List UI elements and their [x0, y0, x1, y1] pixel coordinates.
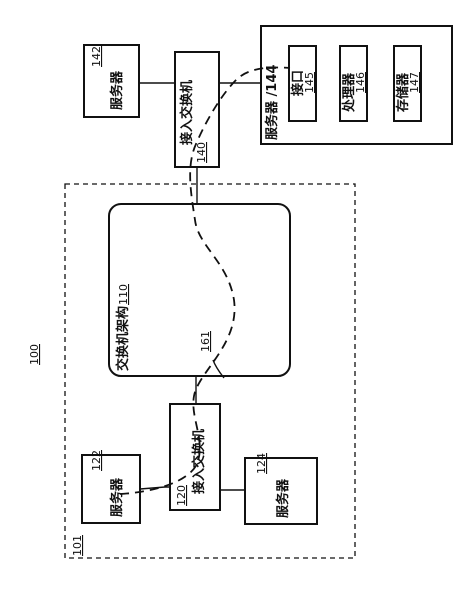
server-144-label: 服务器 /144: [264, 65, 280, 140]
interface-145-label: 接口: [290, 70, 306, 96]
memory-147-ref: 147: [408, 72, 421, 93]
server-124-ref: 124: [255, 453, 268, 474]
switch-fabric-ref: 110: [117, 284, 130, 305]
processor-146-box: [339, 45, 368, 122]
server-122-ref: 122: [90, 450, 103, 471]
access-switch-120-label: 接入交换机: [191, 429, 207, 494]
access-switch-120-box: [169, 403, 221, 511]
processor-146-ref: 146: [354, 72, 367, 93]
data-path-ref: 161: [199, 331, 212, 352]
server-122-box: [81, 454, 141, 524]
access-switch-140-ref: 140: [195, 142, 208, 163]
system-boundary: [64, 183, 356, 559]
server-142-box: [83, 44, 140, 118]
memory-147-box: [393, 45, 422, 122]
access-switch-120-ref: 120: [175, 485, 188, 506]
figure-label: 100: [28, 344, 41, 365]
data-path-161: [119, 66, 291, 495]
memory-147-label: 存储器: [395, 72, 411, 112]
server-124-box: [244, 457, 318, 525]
processor-146-label: 处理器: [341, 72, 357, 113]
access-switch-140-box: [174, 51, 220, 168]
switch-fabric-box: [108, 203, 291, 377]
boundary-ref: 101: [71, 535, 84, 556]
interface-145-ref: 145: [303, 72, 316, 93]
switch-fabric-label: 交换机架构: [115, 306, 131, 371]
access-switch-140-label: 接入交换机: [179, 80, 195, 145]
server-142-label: 服务器: [109, 70, 125, 110]
server-122-label: 服务器: [109, 477, 125, 517]
server-142-ref: 142: [90, 46, 103, 67]
server-124-label: 服务器: [275, 478, 291, 518]
interface-145-box: [288, 45, 317, 122]
data-path-ref-leader: [212, 359, 225, 379]
